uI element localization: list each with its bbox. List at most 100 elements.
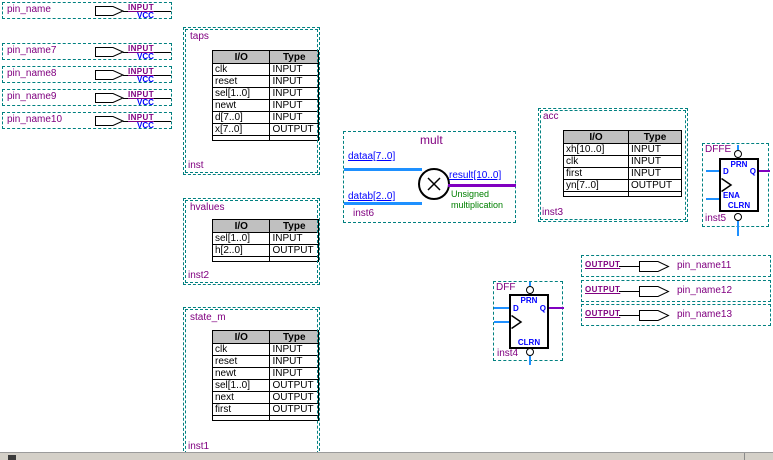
- q-port-label: Q: [539, 304, 546, 313]
- input-pin-symbol-icon: [95, 70, 125, 80]
- dff-body[interactable]: [509, 294, 549, 349]
- d-input-wire[interactable]: [706, 170, 719, 172]
- pin-direction-label: OUTPUT: [585, 309, 621, 318]
- scrollbar-thumb[interactable]: [8, 455, 16, 460]
- mult-input-b-wire[interactable]: [344, 202, 422, 205]
- flipflop-dff[interactable]: DFF PRN D Q CLRN inst4: [493, 281, 564, 365]
- table-row: sel[1..0]OUTPUT: [211, 379, 319, 392]
- pin-level-label: VCC: [137, 98, 154, 107]
- pin-name-label: pin_name9: [7, 91, 57, 102]
- pin-stub-wire: [123, 11, 171, 12]
- clrn-wire[interactable]: [737, 221, 739, 236]
- input-pin-symbol-icon: [95, 93, 125, 103]
- mult-result-wire[interactable]: [448, 184, 516, 187]
- block-io-table: I/O Type sel[1..0]INPUT h[2..0]OUTPUT: [211, 219, 319, 262]
- pin-stub-wire: [123, 75, 171, 76]
- flipflop-dffe[interactable]: DFFE PRN D Q ENA CLRN inst5: [702, 143, 770, 236]
- pin-direction-label: INPUT: [128, 67, 154, 76]
- horizontal-scrollbar[interactable]: [0, 452, 773, 460]
- instance-label: inst6: [353, 208, 375, 219]
- prn-port-label: PRN: [520, 296, 538, 305]
- mult-input-a-wire[interactable]: [344, 168, 422, 171]
- instance-label: inst: [188, 160, 204, 171]
- instance-label: inst4: [497, 348, 519, 359]
- pin-level-label: VCC: [137, 11, 154, 20]
- q-output-wire[interactable]: [759, 170, 770, 172]
- table-spacer-row: [211, 415, 319, 421]
- inversion-bubble-icon: [734, 150, 742, 158]
- prn-wire[interactable]: [529, 282, 531, 286]
- pin-name-label: pin_name8: [7, 68, 57, 79]
- pin-name-label: pin_name: [7, 4, 51, 15]
- pin-stub-wire: [123, 121, 171, 122]
- pin-name-label: pin_name10: [7, 114, 63, 125]
- input-pin-symbol-icon: [95, 47, 125, 57]
- input-pin-pin_name10[interactable]: pin_name10 INPUT VCC: [2, 112, 172, 130]
- table-header-row: I/O Type: [211, 330, 319, 344]
- instance-label: inst2: [188, 270, 210, 281]
- inversion-bubble-icon: [734, 213, 742, 221]
- clock-input-wire[interactable]: [494, 321, 509, 323]
- ena-input-wire[interactable]: [706, 198, 719, 200]
- table-spacer-row: [211, 256, 319, 262]
- output-pin-symbol-icon: [639, 286, 670, 297]
- input-pin-pin_name[interactable]: pin_name INPUT VCC: [2, 2, 172, 20]
- input-pin-pin_name9[interactable]: pin_name9 INPUT VCC: [2, 89, 172, 107]
- pin-stub-wire: [123, 52, 171, 53]
- output-pin-symbol-icon: [639, 310, 670, 321]
- pin-direction-label: OUTPUT: [585, 260, 621, 269]
- table-row: d[7..0]INPUT: [211, 111, 319, 124]
- mult-result-label: result[10..0]: [449, 170, 502, 181]
- output-pin-symbol-icon: [639, 261, 670, 272]
- pin-name-label: pin_name7: [7, 45, 57, 56]
- prn-wire[interactable]: [737, 145, 739, 150]
- table-header-row: I/O Type: [211, 50, 319, 64]
- clock-triangle-icon: [511, 315, 523, 329]
- pin-name-label: pin_name12: [677, 285, 733, 296]
- pin-name-label: pin_name11: [677, 260, 732, 271]
- clrn-wire[interactable]: [529, 356, 531, 365]
- pin-direction-label: INPUT: [128, 44, 154, 53]
- block-mult[interactable]: mult dataa[7..0] datab[2..0] result[10..…: [343, 131, 516, 223]
- table-row: xh[10..0]INPUT: [563, 143, 682, 156]
- pin-level-label: VCC: [137, 52, 154, 61]
- output-pin-pin_name11[interactable]: OUTPUT pin_name11: [581, 255, 771, 277]
- clrn-port-label: CLRN: [727, 201, 751, 210]
- pin-stub-wire: [123, 98, 171, 99]
- block-title: DFFE: [705, 144, 732, 155]
- dffe-body[interactable]: [719, 158, 759, 212]
- block-title: hvalues: [190, 202, 225, 213]
- input-pin-symbol-icon: [95, 6, 125, 16]
- table-row: yn[7..0]OUTPUT: [563, 179, 682, 192]
- block-title: taps: [190, 31, 209, 42]
- table-spacer-row: [563, 191, 682, 197]
- q-output-wire[interactable]: [549, 307, 564, 309]
- ena-port-label: ENA: [723, 191, 740, 200]
- pin-direction-label: INPUT: [128, 3, 154, 12]
- d-input-wire[interactable]: [494, 307, 509, 309]
- pin-direction-label: OUTPUT: [585, 285, 621, 294]
- block-title: acc: [543, 111, 559, 122]
- output-pin-pin_name12[interactable]: OUTPUT pin_name12: [581, 280, 771, 302]
- output-pin-pin_name13[interactable]: OUTPUT pin_name13: [581, 304, 771, 326]
- input-pin-pin_name8[interactable]: pin_name8 INPUT VCC: [2, 66, 172, 84]
- block-hvalues[interactable]: hvalues I/O Type sel[1..0]INPUT h[2..0]O…: [183, 198, 320, 285]
- input-pin-pin_name7[interactable]: pin_name7 INPUT VCC: [2, 43, 172, 61]
- clrn-port-label: CLRN: [517, 338, 541, 347]
- mult-annotation-line1: Unsigned: [451, 189, 490, 199]
- instance-label: inst1: [188, 441, 210, 452]
